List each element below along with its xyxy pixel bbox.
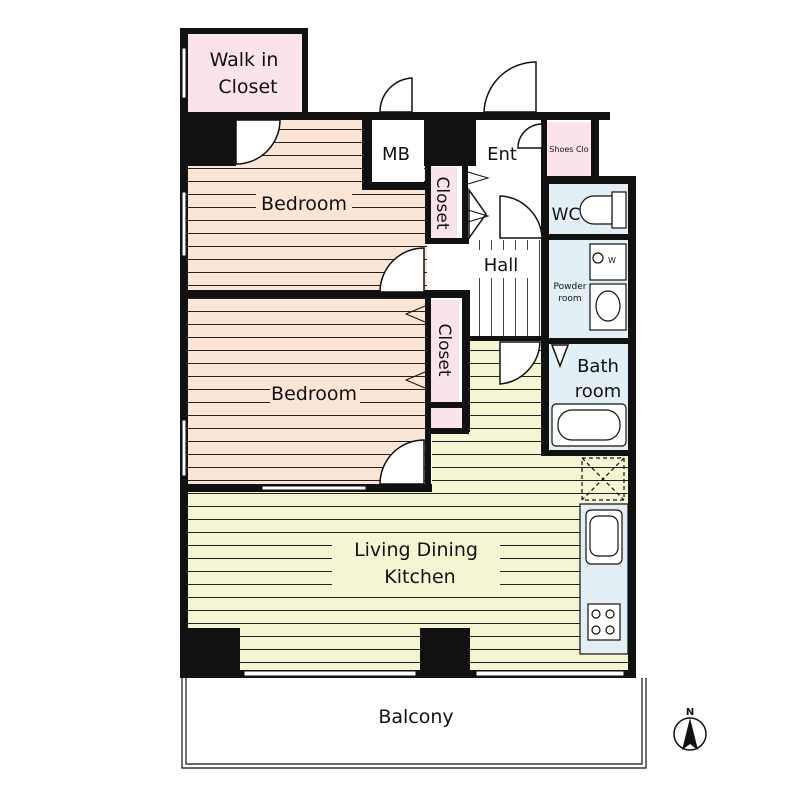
fixtures	[551, 191, 629, 655]
bedroom-lower-label: Bedroom	[271, 383, 357, 405]
closet-upper-label: Closet	[432, 177, 452, 230]
washing-machine	[589, 243, 627, 281]
compass-north-label: N	[686, 707, 694, 718]
shoes-closet-label: Shoes Clo	[549, 145, 588, 154]
small-closet-floor	[431, 408, 465, 430]
ldk-label-2: Kitchen	[384, 566, 455, 588]
shoes-closet-floor	[547, 122, 591, 178]
mb-floor	[370, 120, 424, 182]
windows	[181, 47, 625, 677]
ldk-label-1: Living Dining	[354, 539, 478, 561]
washer-label: W	[608, 256, 616, 265]
bathroom-label-1: Bath	[577, 356, 619, 377]
labels: Walk in Closet MB Ent Shoes Clo Bedroom …	[210, 49, 622, 728]
closet-upper-floor	[431, 167, 457, 239]
wc-label: WC	[552, 205, 581, 225]
closet-lower-floor	[431, 300, 459, 402]
walk-in-closet-label-1: Walk in	[210, 49, 279, 71]
balcony-label: Balcony	[378, 706, 453, 728]
closet-markers	[404, 171, 490, 389]
balcony	[181, 678, 647, 769]
closet-lower-label: Closet	[434, 324, 454, 377]
powder-room-label-2: room	[558, 294, 581, 304]
kitchen-counter	[579, 503, 629, 655]
toilet	[579, 191, 627, 229]
bathroom-label-2: room	[575, 381, 622, 402]
north-compass: N	[673, 707, 707, 751]
walk-in-closet-label-2: Closet	[218, 76, 277, 98]
fridge-space	[581, 457, 625, 501]
bedroom-upper-label: Bedroom	[261, 193, 347, 215]
mb-label: MB	[382, 144, 410, 165]
hall-label: Hall	[484, 255, 519, 276]
walk-in-closet-floor	[188, 34, 302, 112]
powder-room-label-1: Powder	[554, 282, 587, 292]
bathtub	[551, 403, 627, 447]
vanity-sink	[589, 283, 627, 331]
doors	[235, 61, 570, 485]
compass-needle	[682, 718, 698, 750]
ent-label: Ent	[487, 144, 517, 165]
label-backdrops	[256, 188, 360, 409]
